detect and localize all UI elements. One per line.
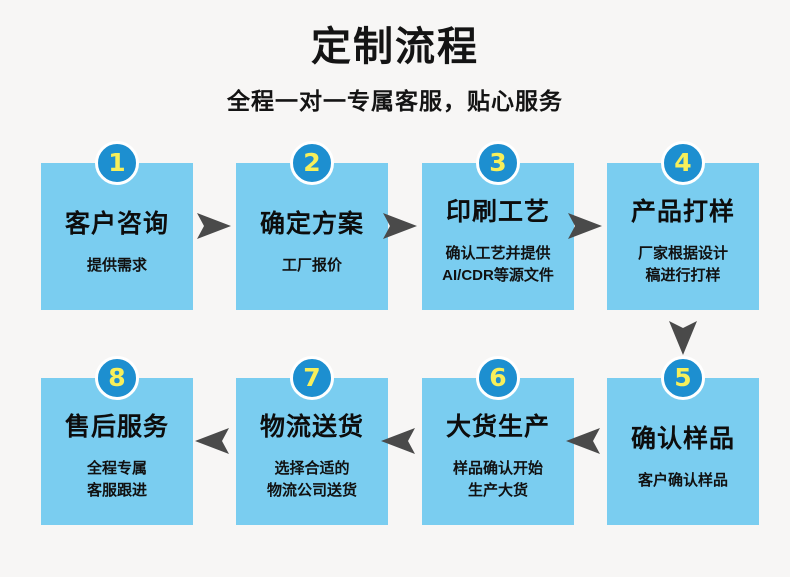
step-desc-line: 确认工艺并提供: [445, 245, 551, 262]
step-desc-line: 物流公司送货: [266, 481, 357, 499]
step-desc-line: 提供需求: [86, 257, 147, 274]
step-card-1[interactable]: 1 客户咨询 提供需求: [41, 141, 193, 310]
step-desc-2: 工厂报价: [236, 255, 388, 277]
step-badge-2: 2: [290, 141, 334, 185]
step-title-8: 售后服务: [64, 413, 169, 441]
step-desc-line: 样品确认开始: [452, 460, 543, 477]
step-card-2[interactable]: 2 确定方案 工厂报价: [236, 141, 388, 310]
step-desc-1: 提供需求: [41, 255, 193, 277]
step-title-3: 印刷工艺: [445, 198, 550, 226]
step-desc-line: AI/CDR等源文件: [442, 266, 554, 284]
step-badge-6: 6: [476, 356, 520, 400]
step-title-4: 产品打样: [630, 198, 735, 226]
step-desc-8: 全程专属 客服跟进: [41, 458, 193, 502]
arrow-step3-to-step4-icon: [561, 203, 607, 249]
step-title-5: 确认样品: [630, 425, 735, 453]
step-title-6: 大货生产: [445, 413, 550, 441]
step-badge-7: 7: [290, 356, 334, 400]
arrow-step5-to-step6-icon: [561, 418, 607, 464]
step-desc-line: 稿进行打样: [645, 266, 721, 284]
step-desc-5: 客户确认样品: [607, 470, 759, 492]
step-card-8[interactable]: 8 售后服务 全程专属 客服跟进: [41, 356, 193, 525]
step-desc-line: 选择合适的: [274, 460, 350, 477]
arrow-step7-to-step8-icon: [190, 418, 236, 464]
step-card-3[interactable]: 3 印刷工艺 确认工艺并提供 AI/CDR等源文件: [422, 141, 574, 310]
step-card-5[interactable]: 5 确认样品 客户确认样品: [607, 356, 759, 525]
arrow-step1-to-step2-icon: [190, 203, 236, 249]
page-subtitle: 全程一对一专属客服，贴心服务: [227, 88, 563, 114]
step-title-2: 确定方案: [259, 210, 364, 238]
step-desc-line: 生产大货: [467, 481, 528, 499]
step-card-7[interactable]: 7 物流送货 选择合适的 物流公司送货: [236, 356, 388, 525]
step-desc-4: 厂家根据设计 稿进行打样: [607, 243, 759, 287]
step-desc-line: 厂家根据设计: [637, 245, 728, 262]
step-badge-8: 8: [95, 356, 139, 400]
page-title: 定制流程: [311, 25, 479, 69]
step-desc-3: 确认工艺并提供 AI/CDR等源文件: [422, 243, 574, 287]
step-badge-1: 1: [95, 141, 139, 185]
step-badge-3: 3: [476, 141, 520, 185]
step-card-4[interactable]: 4 产品打样 厂家根据设计 稿进行打样: [607, 141, 759, 310]
step-desc-line: 客户确认样品: [637, 472, 728, 489]
step-desc-line: 客服跟进: [86, 481, 147, 499]
step-desc-7: 选择合适的 物流公司送货: [236, 458, 388, 502]
step-title-1: 客户咨询: [64, 210, 169, 238]
step-desc-6: 样品确认开始 生产大货: [422, 458, 574, 502]
step-badge-5: 5: [661, 356, 705, 400]
step-title-7: 物流送货: [259, 413, 364, 441]
arrow-step6-to-step7-icon: [376, 418, 422, 464]
step-desc-line: 全程专属: [86, 460, 147, 477]
step-card-6[interactable]: 6 大货生产 样品确认开始 生产大货: [422, 356, 574, 525]
step-desc-line: 工厂报价: [281, 257, 342, 274]
step-badge-4: 4: [661, 141, 705, 185]
arrow-step4-to-step5-icon: [660, 315, 706, 361]
arrow-step2-to-step3-icon: [376, 203, 422, 249]
